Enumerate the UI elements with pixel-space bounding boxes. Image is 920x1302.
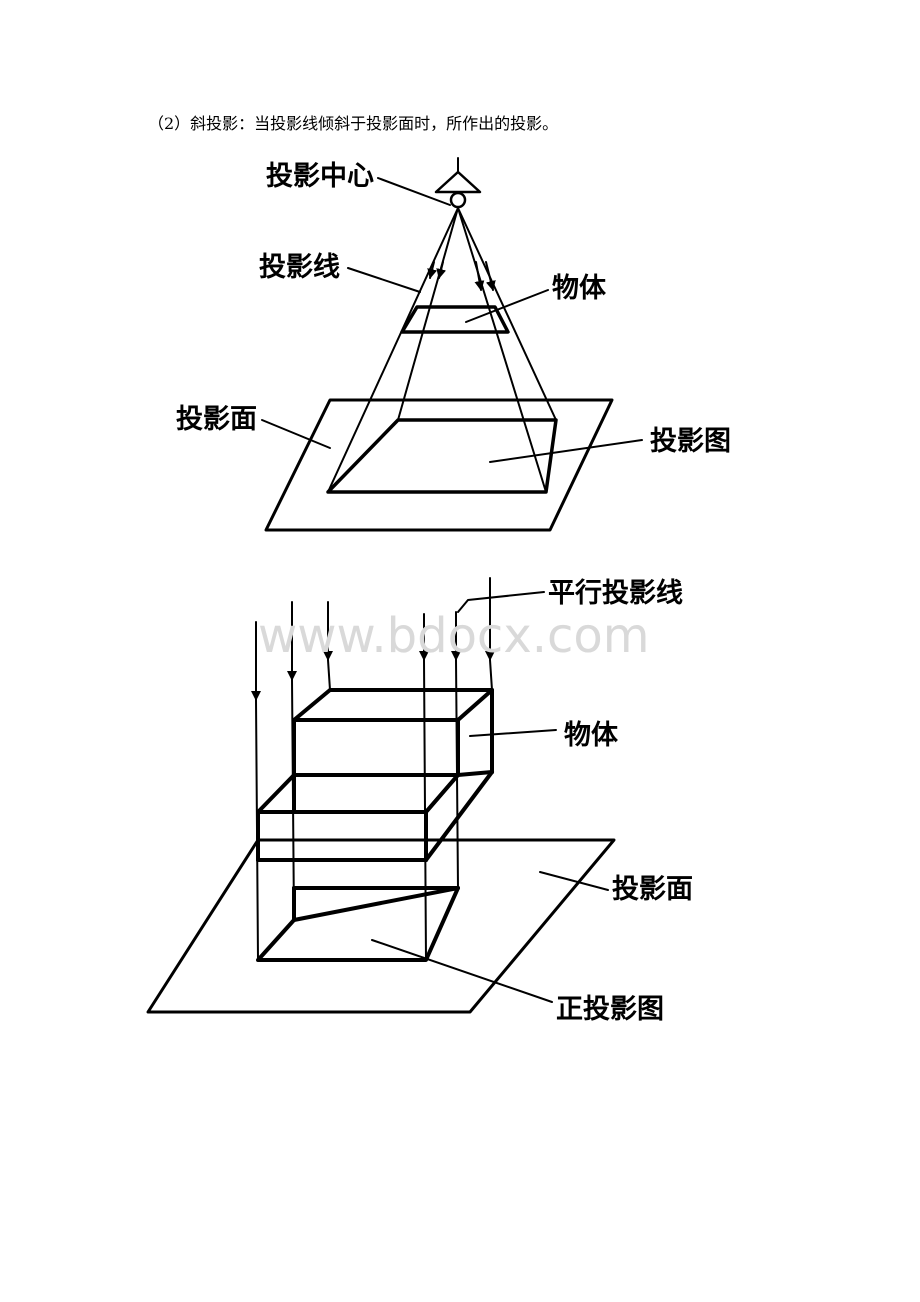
leader-parallel-rays (457, 591, 545, 613)
label-projection-plane-2: 投影面 (612, 874, 693, 905)
label-projection-plane-1: 投影面 (176, 404, 257, 435)
label-projection-image: 投影图 (650, 426, 731, 457)
figure-caption: （2）斜投影：当投影线倾斜于投影面时，所作出的投影。 (148, 114, 559, 133)
label-ortho-image: 正投影图 (556, 994, 664, 1025)
label-object-2: 物体 (564, 720, 619, 751)
leader-image (489, 439, 643, 463)
projection-image-square (326, 418, 558, 494)
orthographic-image (256, 886, 460, 962)
parallel-projection-diagram (146, 577, 616, 1014)
label-projection-rays: 投影线 (259, 252, 340, 283)
watermark: www.bdocx.com (258, 608, 650, 664)
object-square (400, 305, 510, 334)
parallel-rays (251, 577, 495, 961)
leader-object (465, 289, 549, 323)
projection-center-lamp-icon (434, 157, 482, 209)
leader-ortho-image (371, 939, 553, 1003)
label-parallel-rays: 平行投影线 (548, 577, 683, 609)
leader-plane (261, 419, 331, 449)
central-projection-diagram (261, 157, 643, 532)
label-object-1: 物体 (552, 273, 607, 304)
ray-arrowheads (427, 261, 496, 291)
leader-rays (347, 267, 421, 293)
projection-rays (327, 207, 557, 493)
label-projection-center: 投影中心 (266, 161, 374, 192)
projection-plane-2 (146, 838, 616, 1014)
leader-object-2 (469, 729, 557, 737)
leader-center (377, 177, 451, 206)
leader-plane-2 (539, 871, 609, 891)
